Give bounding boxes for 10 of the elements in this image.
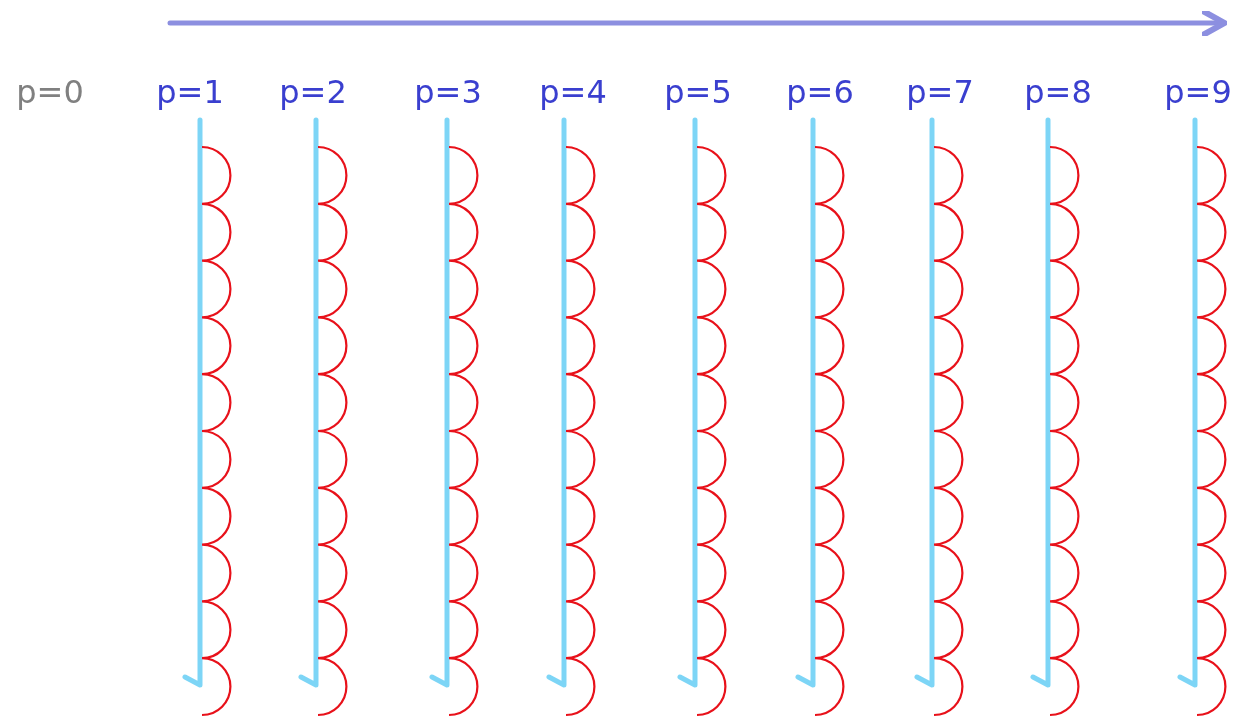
label-text: p=1 bbox=[156, 76, 224, 108]
label-text: p=8 bbox=[1024, 76, 1092, 108]
label-text: p=9 bbox=[1164, 76, 1232, 108]
label-text: p=7 bbox=[906, 76, 974, 108]
label-text: p=4 bbox=[539, 76, 607, 108]
label-text: p=3 bbox=[414, 76, 482, 108]
label-text: p=0 bbox=[16, 76, 84, 108]
label-text: p=5 bbox=[664, 76, 732, 108]
label-text: p=2 bbox=[279, 76, 347, 108]
label-text: p=6 bbox=[786, 76, 854, 108]
